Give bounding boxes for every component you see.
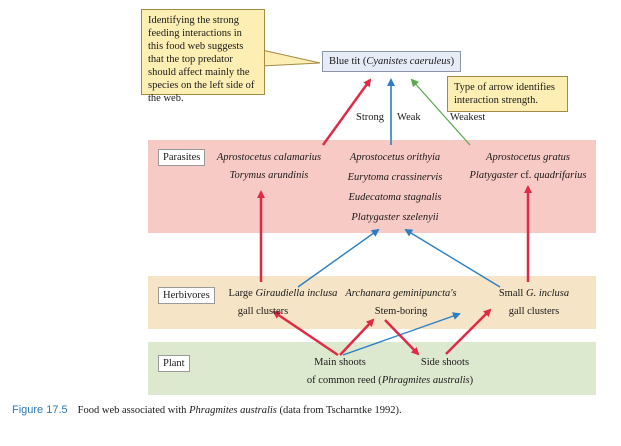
strong-interactions-note: Identifying the strong feeding interacti… (141, 9, 265, 104)
parasite-platygaster-quadrifarius: Platygaster cf. quadrifarius (463, 169, 593, 182)
arrow-strong-main-to-stemboring (339, 318, 375, 356)
arrow-strong-stemboring-to-side (384, 319, 420, 356)
quadrifarius-epithet: quadrifarius (533, 170, 587, 181)
legend-weakest: Weakest (450, 112, 486, 123)
parasite-aprostocetus-gratus: Aprostocetus gratus (486, 152, 570, 163)
reed-prefix: of common reed ( (306, 375, 382, 386)
parasite-aprostocetus-orithyia: Aprostocetus orithyia (349, 152, 441, 163)
parasite-eudecatoma-stagnalis: Eudecatoma stagnalis (348, 192, 442, 203)
herbivore-large-gall-clusters: gall clusters (237, 306, 289, 317)
plant-label: Plant (158, 355, 190, 372)
plant-side-shoots: Side shoots (420, 357, 470, 368)
herbivore-small-gall-clusters: gall clusters (508, 306, 560, 317)
parasite-torymus-arundinis: Torymus arundinis (229, 170, 309, 181)
herbivores-label: Herbivores (158, 287, 215, 304)
top-predator-prefix: Blue tit ( (329, 56, 367, 67)
top-predator-suffix: ) (450, 56, 455, 67)
figure-caption: Figure 17.5 Food web associated with Phra… (12, 404, 612, 416)
figure-label: Figure 17.5 (12, 404, 68, 416)
small-prefix: Small (498, 288, 526, 299)
herbivore-archanara: Archanara geminipuncta's (345, 288, 457, 299)
arrow-weak-main-to-small-gall (342, 312, 461, 356)
caption-pre: Food web associated with (77, 405, 190, 416)
caption-species: Phragmites australis (189, 405, 277, 416)
plant-band (148, 342, 596, 395)
arrow-strong-side-to-small-gall (445, 308, 492, 355)
legend-weak: Weak (397, 112, 421, 123)
herbivore-large-giraudiella: Large Giraudiella inclusa (208, 287, 358, 300)
arrow-type-note: Type of arrow identifies interaction str… (447, 76, 568, 112)
plant-main-shoots: Main shoots (314, 357, 366, 368)
top-predator-species: Cyanistes caeruleus (366, 56, 451, 67)
top-predator-blue-tit: Blue tit (Cyanistes caeruleus) (322, 51, 462, 72)
legend-strong: Strong (356, 112, 385, 123)
parasite-platygaster-szelenyii: Platygaster szelenyii (351, 212, 439, 223)
caption-post: (data from Tscharntke 1992). (276, 405, 402, 416)
platygaster-genus: Platygaster (469, 170, 518, 181)
arrow-weak-large-gall-to-szelenyii (297, 228, 380, 288)
parasites-band (148, 140, 596, 233)
large-prefix: Large (228, 288, 256, 299)
herbivore-small-g-inclusa: Small G. inclusa (484, 287, 584, 300)
parasites-label: Parasites (158, 149, 206, 166)
parasite-aprostocetus-calamarius: Aprostocetus calamarius (216, 152, 322, 163)
note-pointer (261, 49, 321, 67)
phragmites-australis: Phragmites australis (381, 375, 470, 386)
arrow-strong-calamarius-to-bluetit (321, 78, 372, 146)
herbivore-stem-boring: Stem-boring (374, 306, 428, 317)
g-inclusa: G. inclusa (525, 288, 570, 299)
arrow-strong-main-to-large-gall (272, 310, 339, 357)
giraudiella-inclusa: Giraudiella inclusa (255, 288, 338, 299)
arrow-weakest-gratus-to-bluetit (410, 78, 471, 146)
plant-common-reed: of common reed (Phragmites australis) (280, 374, 500, 387)
cf-text: cf. (517, 170, 534, 181)
arrow-weak-small-gall-to-szelenyii (404, 228, 501, 288)
parasite-eurytoma-crassinervis: Eurytoma crassinervis (347, 172, 443, 183)
reed-suffix: ) (469, 375, 474, 386)
